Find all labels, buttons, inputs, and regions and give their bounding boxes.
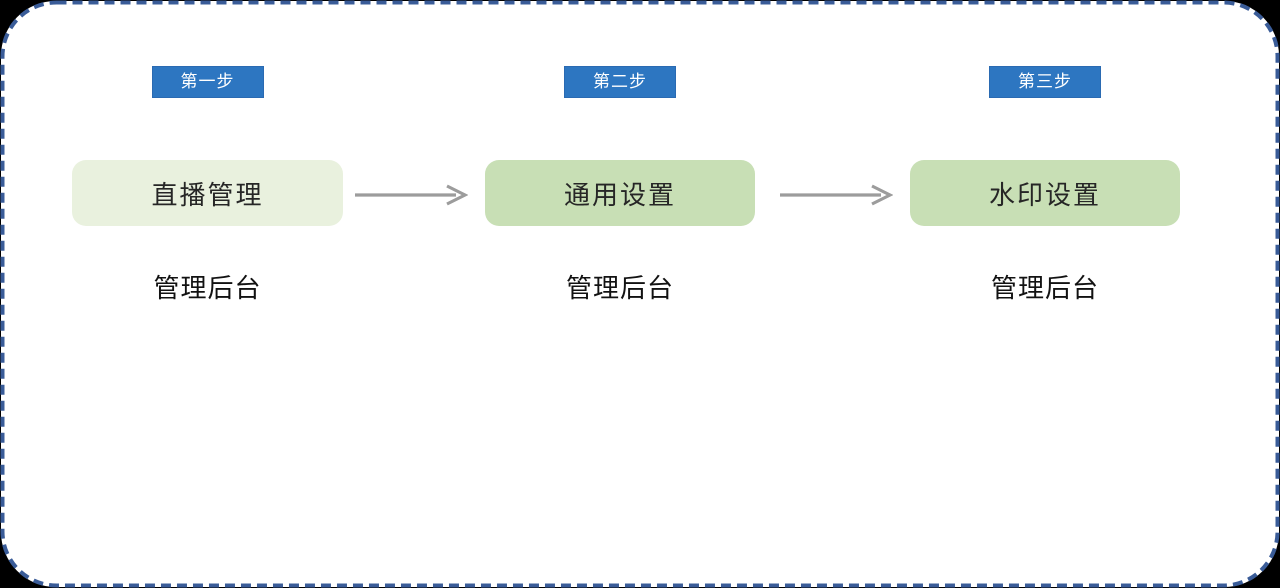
caption-admin-backend-3: 管理后台	[990, 273, 1099, 303]
node-watermark-settings: 水印设置	[910, 160, 1180, 226]
step-badge-1: 第一步	[151, 66, 264, 98]
step-column-2: 第二步 通用设置 管理后台	[485, 0, 755, 588]
arrow-right-icon	[780, 184, 893, 206]
node-live-management: 直播管理	[72, 160, 343, 226]
node-general-settings: 通用设置	[485, 160, 755, 226]
arrow-right-icon	[355, 184, 468, 206]
step-column-1: 第一步 直播管理 管理后台	[72, 0, 343, 588]
step-column-3: 第三步 水印设置 管理后台	[910, 0, 1180, 588]
caption-admin-backend-1: 管理后台	[153, 273, 262, 303]
step-badge-3: 第三步	[989, 66, 1101, 98]
step-badge-2: 第二步	[564, 66, 676, 98]
caption-admin-backend-2: 管理后台	[565, 273, 674, 303]
